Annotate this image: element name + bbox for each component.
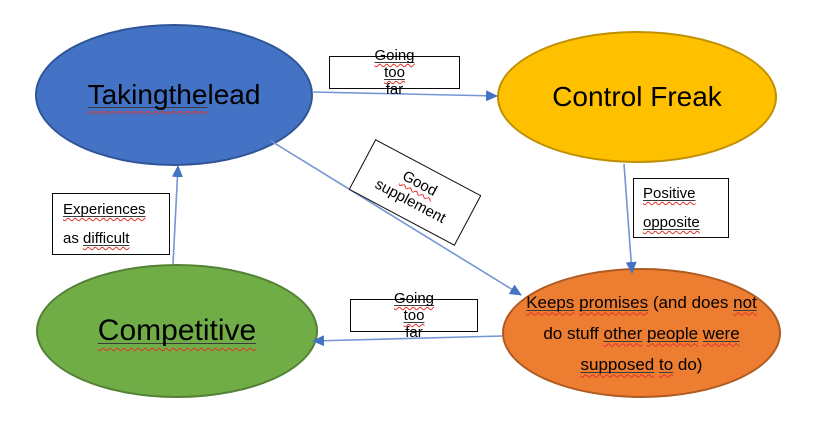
node-control-freak: Control Freak (497, 31, 777, 163)
arrow-keeps-to-competitive (312, 335, 503, 347)
node-competitive: Competitive (36, 264, 318, 398)
text-line: do stuff other people were (543, 323, 740, 343)
text-line: as difficult (63, 230, 130, 247)
edge-label-positive-opposite: Positive opposite (633, 178, 729, 238)
arrow-taking-to-keeps (270, 140, 522, 296)
node-taking-the-lead: Taking the lead (35, 24, 313, 166)
text-line: Keeps promises (and does not (526, 292, 757, 312)
arrow-taking-to-control (311, 90, 498, 102)
edge-label-going-too-far-top: Going too far (329, 47, 460, 98)
node-keeps-promises: Keeps promises (and does not do stuff oth… (502, 268, 781, 398)
text-line: Experiences (63, 201, 146, 218)
text-line: Positive (643, 185, 696, 202)
text-line: supposed to do) (580, 354, 703, 374)
edge-label-experiences-as-difficult: Experiences as difficult (52, 193, 170, 255)
arrow-competitive-to-taking (171, 165, 183, 265)
arrow-control-to-keeps (623, 163, 637, 274)
text-line: opposite (643, 214, 700, 231)
edge-label-going-too-far-bottom: Going too far (350, 290, 478, 341)
